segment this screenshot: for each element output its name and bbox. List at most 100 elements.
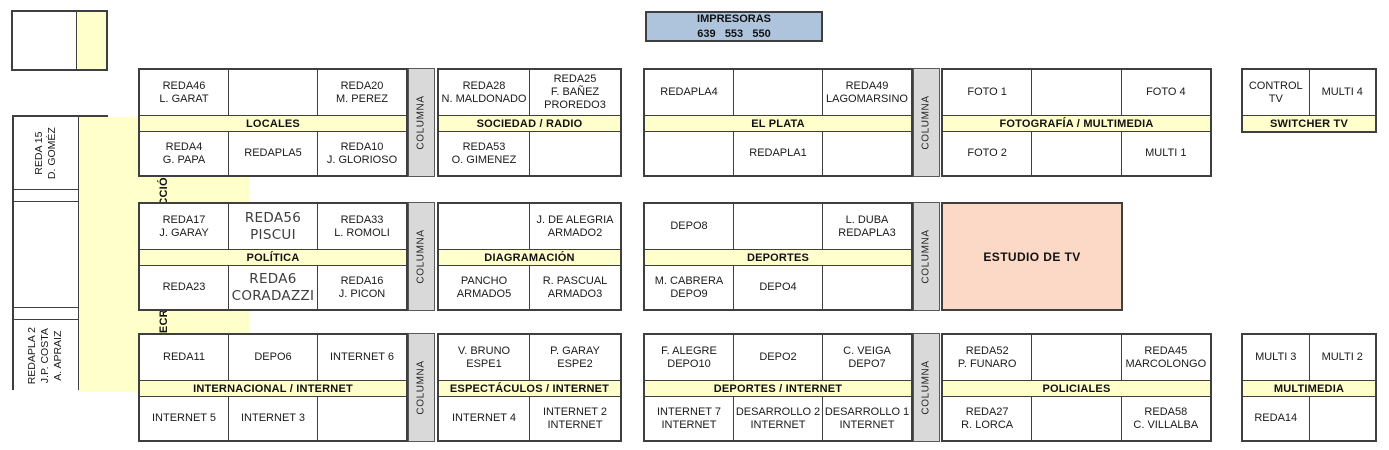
column-strip: COLUMNA xyxy=(408,333,435,442)
spacer-cell xyxy=(14,308,78,319)
desk-cell: REDA6 CORADAZZI xyxy=(229,266,317,309)
desk-cell: REDA45 MARCOLONGO xyxy=(1121,335,1210,380)
desk-cell xyxy=(318,397,406,440)
desk-cell: MULTI 3 xyxy=(1243,335,1309,380)
desk-cell: DEPO6 xyxy=(229,335,317,380)
desk-cell: DEPO4 xyxy=(734,266,822,309)
desk-group-politica: REDA17 J. GARAY REDA56 PISCUI REDA33 L. … xyxy=(138,202,408,311)
desk-cell: INTERNET 3 xyxy=(229,397,317,440)
desk-cell xyxy=(734,70,822,115)
desk-cell: REDA58 C. VILLALBA xyxy=(1121,397,1210,440)
desk-cell: MULTI 4 xyxy=(1309,70,1375,115)
desk-cell: FOTO 4 xyxy=(1121,70,1210,115)
desk-group-policiales: REDA52 P. FUNARO REDA45 MARCOLONGO POLIC… xyxy=(941,333,1212,442)
desk-cell: REDA4 G. PAPA xyxy=(140,132,228,175)
desk-cell: REDA52 P. FUNARO xyxy=(943,335,1032,380)
printer-title: IMPRESORAS xyxy=(697,13,771,26)
desk-redapla2-label: REDAPLA 2 J.P. COSTA A. APRAIZ xyxy=(26,327,65,385)
printer-box: IMPRESORAS 639 553 550 xyxy=(645,11,823,42)
group-label-fotografia: FOTOGRAFÍA / MULTIMEDIA xyxy=(943,116,1210,131)
desk-group-switcher-tv: CONTROL TV MULTI 4 SWITCHER TV xyxy=(1241,68,1377,133)
group-label-policiales: POLICIALES xyxy=(943,381,1210,396)
column-strip: COLUMNA xyxy=(913,202,940,311)
desk-cell: DESARROLLO 1 INTERNET xyxy=(823,397,911,440)
desk-cell: M. CABRERA DEPO9 xyxy=(645,266,733,309)
desk-group-diagramacion: J. DE ALEGRIA ARMADO2 DIAGRAMACIÓN PANCH… xyxy=(437,202,622,311)
desk-cell: FOTO 2 xyxy=(943,132,1032,175)
group-label-elplata: EL PLATA xyxy=(645,116,911,131)
group-label-deportes-internet: DEPORTES / INTERNET xyxy=(645,381,911,396)
desk-cell xyxy=(1032,397,1121,440)
desk-cell xyxy=(734,204,822,249)
desk-cell: REDA14 xyxy=(1243,397,1309,440)
desk-cell xyxy=(1309,397,1375,440)
corner-room-strip xyxy=(77,12,106,69)
desk-cell xyxy=(229,70,317,115)
printer-numbers: 639 553 550 xyxy=(697,27,771,40)
desk-cell xyxy=(530,132,620,175)
desk-group-sociedad-radio: REDA28 N. MALDONADO REDA25 F. BAÑEZ PROR… xyxy=(437,68,622,177)
group-label-multimedia: MULTIMEDIA xyxy=(1243,381,1375,396)
desk-cell: J. DE ALEGRIA ARMADO2 xyxy=(530,204,620,249)
desk-cell: REDA11 xyxy=(140,335,228,380)
desk-group-deportes-internet: F. ALEGRE DEPO10 DEPO2 C. VEIGA DEPO7 DE… xyxy=(643,333,913,442)
desk-cell: MULTI 2 xyxy=(1309,335,1375,380)
desk-cell: REDA16 J. PICON xyxy=(318,266,406,309)
desk-cell xyxy=(1032,335,1121,380)
desk-cell: REDA28 N. MALDONADO xyxy=(439,70,529,115)
column-strip: COLUMNA xyxy=(913,333,940,442)
desk-group-deportes: DEPO8 L. DUBA REDAPLA3 DEPORTES M. CABRE… xyxy=(643,202,913,311)
desk-cell: MULTI 1 xyxy=(1121,132,1210,175)
desk-cell: INTERNET 7 INTERNET xyxy=(645,397,733,440)
desk-cell: REDA53 O. GIMENEZ xyxy=(439,132,529,175)
group-label-deportes: DEPORTES xyxy=(645,250,911,265)
desk-cell: INTERNET 2 INTERNET xyxy=(530,397,620,440)
desk-cell: REDA49 LAGOMARSINO xyxy=(823,70,911,115)
desk-reda15: REDA 15 D. GOMÉZ xyxy=(14,117,78,189)
desk-cell: REDA23 xyxy=(140,266,228,309)
tv-studio: ESTUDIO DE TV xyxy=(941,202,1123,311)
desk-cell: REDA10 J. GLORIOSO xyxy=(318,132,406,175)
secretaries-area: SECRETARIOS DE REDACCIÓN REDA 15 D. GOMÉ… xyxy=(12,115,251,392)
desk-cell: C. VEIGA DEPO7 xyxy=(823,335,911,380)
desk-cell: P. GARAY ESPE2 xyxy=(530,335,620,380)
column-strip-label: COLUMNA xyxy=(921,229,932,284)
desk-reda15-label: REDA 15 D. GOMÉZ xyxy=(32,127,58,179)
column-strip: COLUMNA xyxy=(913,68,940,177)
desk-cell: DEPO8 xyxy=(645,204,733,249)
desk-cell: F. ALEGRE DEPO10 xyxy=(645,335,733,380)
corner-room xyxy=(11,10,108,71)
desk-cell: V. BRUNO ESPE1 xyxy=(439,335,529,380)
spacer-cell xyxy=(14,190,78,201)
column-strip-label: COLUMNA xyxy=(921,360,932,415)
desk-cell: REDAPLA5 xyxy=(229,132,317,175)
column-strip: COLUMNA xyxy=(408,68,435,177)
desk-cell: DESARROLLO 2 INTERNET xyxy=(734,397,822,440)
desk-cell: INTERNET 4 xyxy=(439,397,529,440)
desk-cell: REDA25 F. BAÑEZ PROREDO3 xyxy=(530,70,620,115)
desk-cell: REDA46 L. GARAT xyxy=(140,70,228,115)
desk-redapla2: REDAPLA 2 J.P. COSTA A. APRAIZ xyxy=(14,320,78,392)
column-strip-label: COLUMNA xyxy=(416,360,427,415)
group-label-switcher-tv: SWITCHER TV xyxy=(1243,116,1375,131)
desk-cell xyxy=(823,132,911,175)
desk-cell: INTERNET 6 xyxy=(318,335,406,380)
desk-cell: L. DUBA REDAPLA3 xyxy=(823,204,911,249)
corner-room-main xyxy=(13,12,76,69)
desk-cell: CONTROL TV xyxy=(1243,70,1309,115)
empty-desk xyxy=(14,202,78,307)
group-label-espectaculos: ESPECTÁCULOS / INTERNET xyxy=(439,381,620,396)
desk-cell: REDA56 PISCUI xyxy=(229,204,317,249)
column-strip-label: COLUMNA xyxy=(416,229,427,284)
desk-group-locales: REDA46 L. GARAT REDA20 M. PEREZ LOCALES … xyxy=(138,68,408,177)
desk-cell: REDA20 M. PEREZ xyxy=(318,70,406,115)
desk-group-elplata: REDAPLA4 REDA49 LAGOMARSINO EL PLATA RED… xyxy=(643,68,913,177)
desk-group-espectaculos: V. BRUNO ESPE1 P. GARAY ESPE2 ESPECTÁCUL… xyxy=(437,333,622,442)
desk-cell: REDAPLA1 xyxy=(734,132,822,175)
desk-cell: REDAPLA4 xyxy=(645,70,733,115)
desk-cell: FOTO 1 xyxy=(943,70,1032,115)
group-label-internacional: INTERNACIONAL / INTERNET xyxy=(140,381,406,396)
desk-cell xyxy=(1032,132,1121,175)
desk-group-internacional: REDA11 DEPO6 INTERNET 6 INTERNACIONAL / … xyxy=(138,333,408,442)
